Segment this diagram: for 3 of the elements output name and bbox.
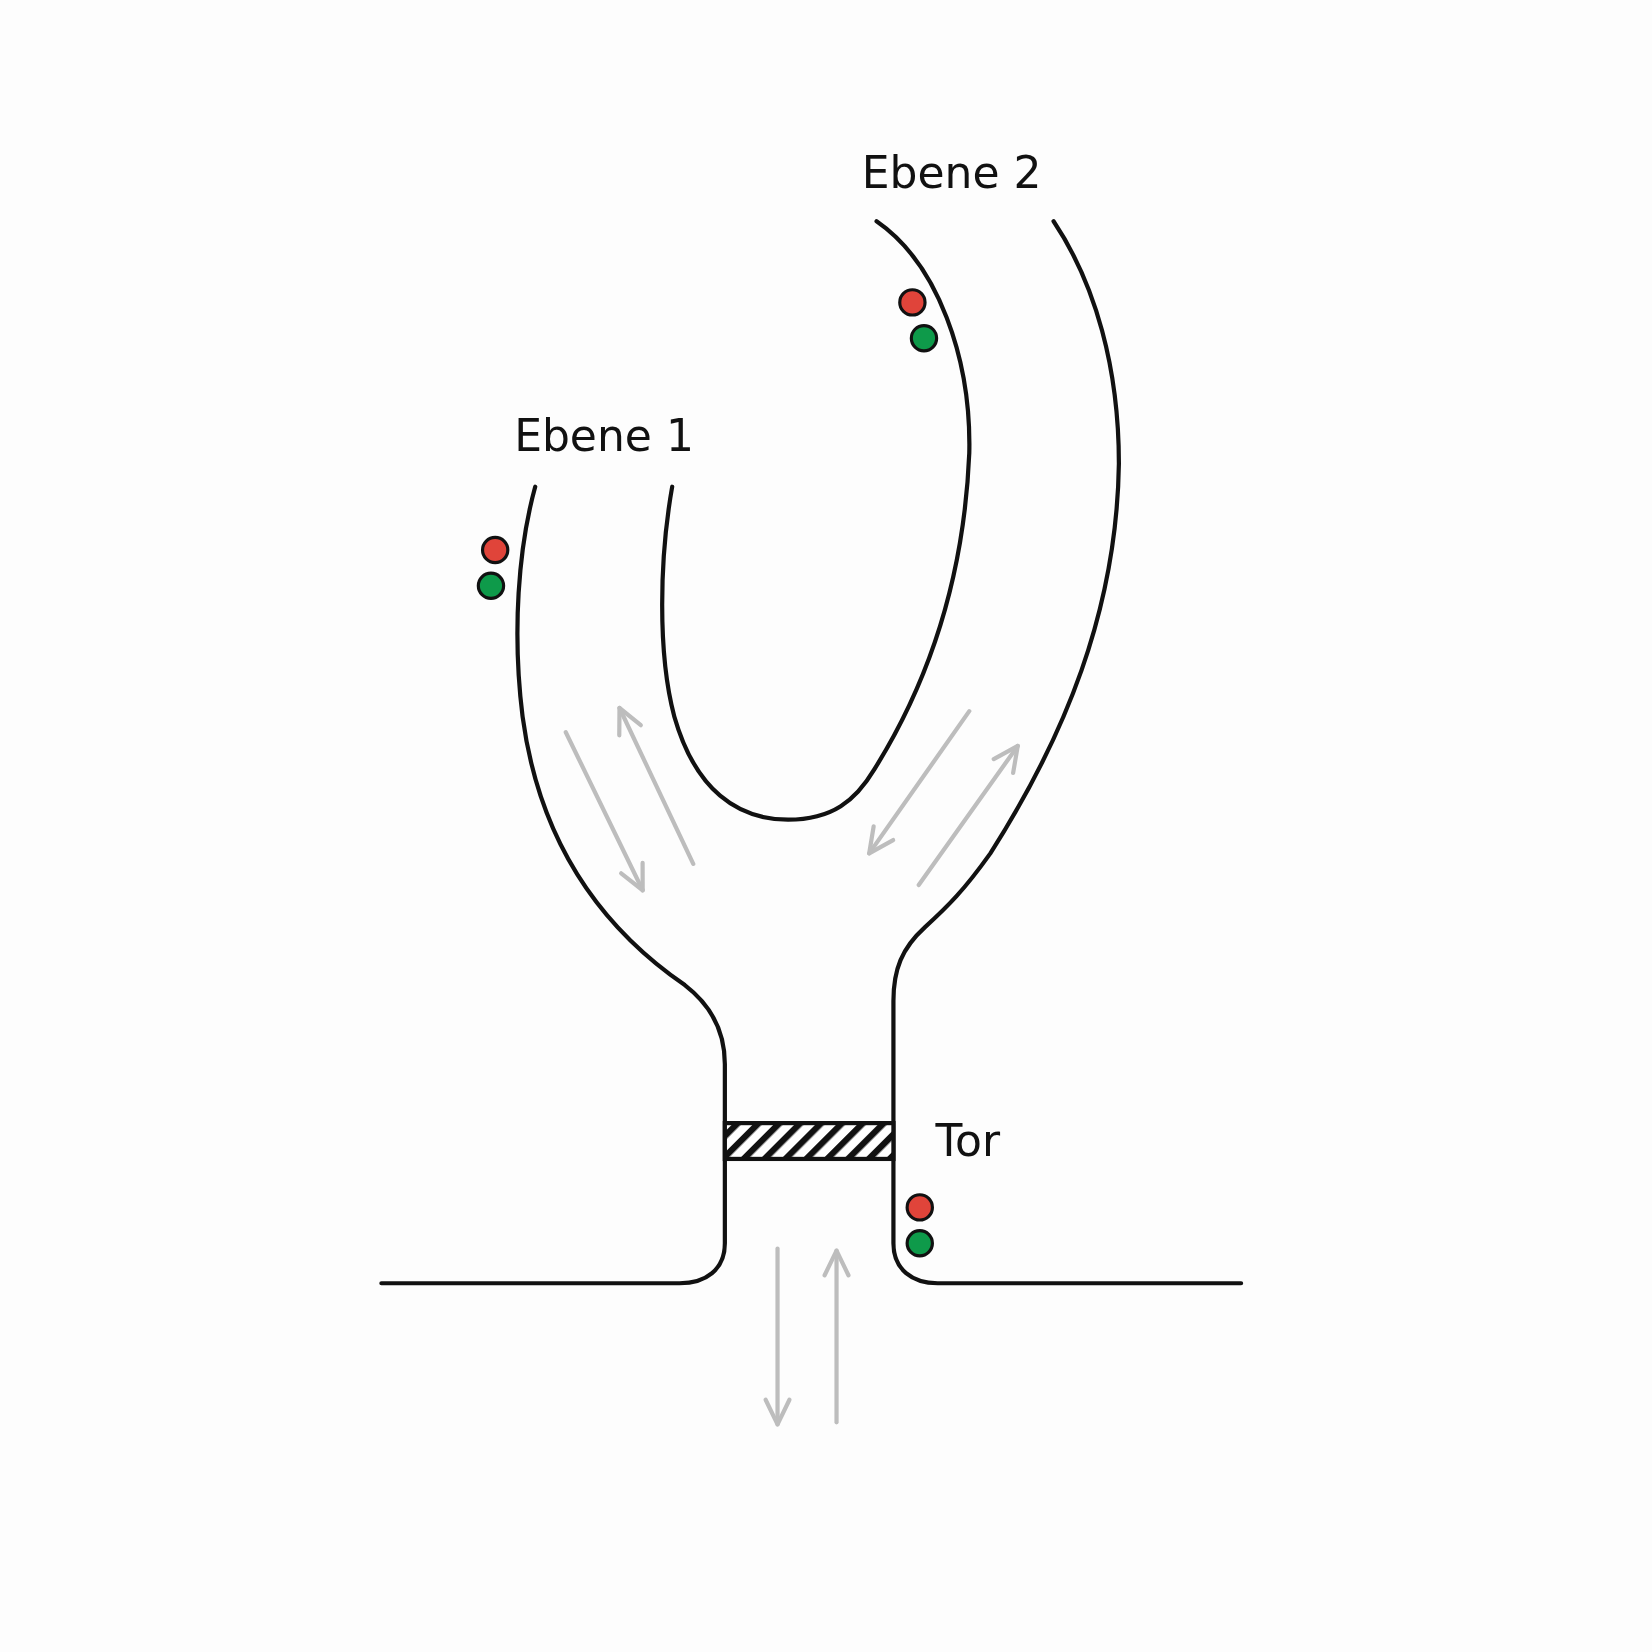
level-label: Ebene 2 bbox=[861, 150, 1042, 195]
gate-label: Tor bbox=[935, 1118, 1000, 1163]
level-label: Ebene 1 bbox=[514, 414, 694, 459]
